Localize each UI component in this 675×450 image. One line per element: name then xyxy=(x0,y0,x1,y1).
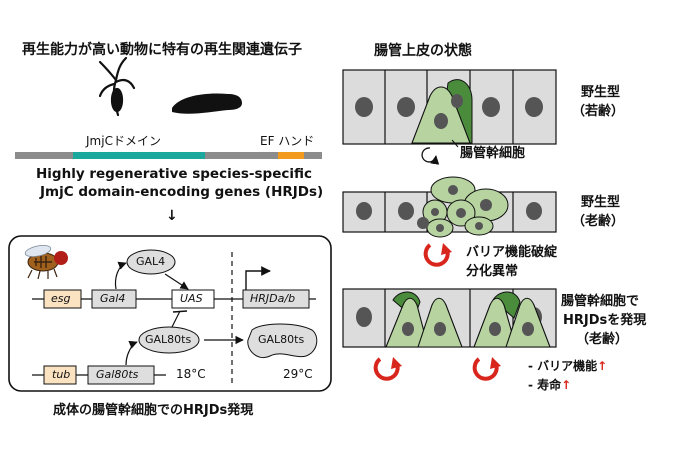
gal80ts-protein-label: GAL80ts xyxy=(145,333,192,346)
up-arrow-icon: ↑ xyxy=(561,378,572,392)
uas-box xyxy=(171,289,215,309)
gal80ts-gene-box xyxy=(87,365,155,385)
panel1-label-line2: （若齢） xyxy=(572,104,625,119)
panel2-note-line2: 分化異常 xyxy=(466,264,519,279)
epithelium-young xyxy=(342,69,557,165)
gal4-gene-label: Gal4 xyxy=(100,292,126,305)
up-arrow-icon: ↑ xyxy=(597,359,608,373)
epithelium-hrjd xyxy=(342,288,557,348)
gal4-protein-shape xyxy=(126,249,176,275)
gene-name-line1: Highly regenerative species-specific xyxy=(36,166,313,182)
hrjd-label: HRJDa/b xyxy=(250,292,296,305)
hrjd-box xyxy=(242,289,310,309)
panel2-label-line2: （老齢） xyxy=(572,214,625,229)
fly-icon xyxy=(24,245,68,280)
panel2-note-line1: バリア機能破綻 xyxy=(466,245,558,260)
effect-lifespan-text: - 寿命 xyxy=(528,378,562,392)
gal80ts-gene-label: Gal80ts xyxy=(96,368,139,381)
stem-cell-label: 腸管幹細胞 xyxy=(460,146,526,161)
expression-system-box xyxy=(8,235,332,392)
panel3-label-line3: （老齢） xyxy=(576,332,629,347)
effect-barrier: - バリア機能↑ xyxy=(528,357,607,374)
left-caption: 成体の腸管幹細胞でのHRJDs発現 xyxy=(53,403,254,418)
gal80ts-protein-shape xyxy=(138,326,200,354)
effect-lifespan: - 寿命↑ xyxy=(528,376,571,393)
panel1-label-line1: 野生型 xyxy=(581,85,621,100)
gal80ts-inactive-label: GAL80ts xyxy=(258,333,305,346)
gene-domain-bar xyxy=(15,152,322,159)
panel2-label-line1: 野生型 xyxy=(581,195,621,210)
gene-name-line2: JmjC domain-encoding genes (HRJDs) xyxy=(40,184,324,200)
epithelium-aged xyxy=(342,176,557,238)
panel3-label-line1: 腸管幹細胞で xyxy=(561,294,640,309)
jmjc-domain-segment xyxy=(73,152,205,159)
down-arrow: ↓ xyxy=(166,208,178,224)
tub-box xyxy=(43,365,77,385)
right-title: 腸管上皮の状態 xyxy=(374,43,472,59)
ef-hand-label: EF ハンド xyxy=(260,134,315,148)
flatworm-icon xyxy=(172,93,242,114)
jmjc-domain-label: JmjCドメイン xyxy=(86,134,161,148)
left-title: 再生能力が高い動物に特有の再生関連遺伝子 xyxy=(22,42,302,58)
gal4-protein-label: GAL4 xyxy=(136,255,166,268)
esg-box xyxy=(43,289,82,309)
esg-label: esg xyxy=(51,292,71,305)
red-cycle-arrow-right xyxy=(472,357,499,381)
effect-barrier-text: - バリア機能 xyxy=(528,359,598,373)
gal4-gene-box xyxy=(91,289,137,309)
gal80ts-inactive-shape xyxy=(247,323,318,358)
panel3-label-line2: HRJDsを発現 xyxy=(563,313,647,328)
planarian-hydra-icon xyxy=(98,56,136,117)
uas-label: UAS xyxy=(180,292,203,305)
red-cycle-arrow-left xyxy=(373,357,400,381)
ef-hand-segment xyxy=(278,152,304,159)
temp-high-label: 29°C xyxy=(283,367,313,381)
tub-label: tub xyxy=(52,368,71,381)
temp-low-label: 18°C xyxy=(176,367,206,381)
red-cycle-arrow-aged xyxy=(423,243,450,267)
